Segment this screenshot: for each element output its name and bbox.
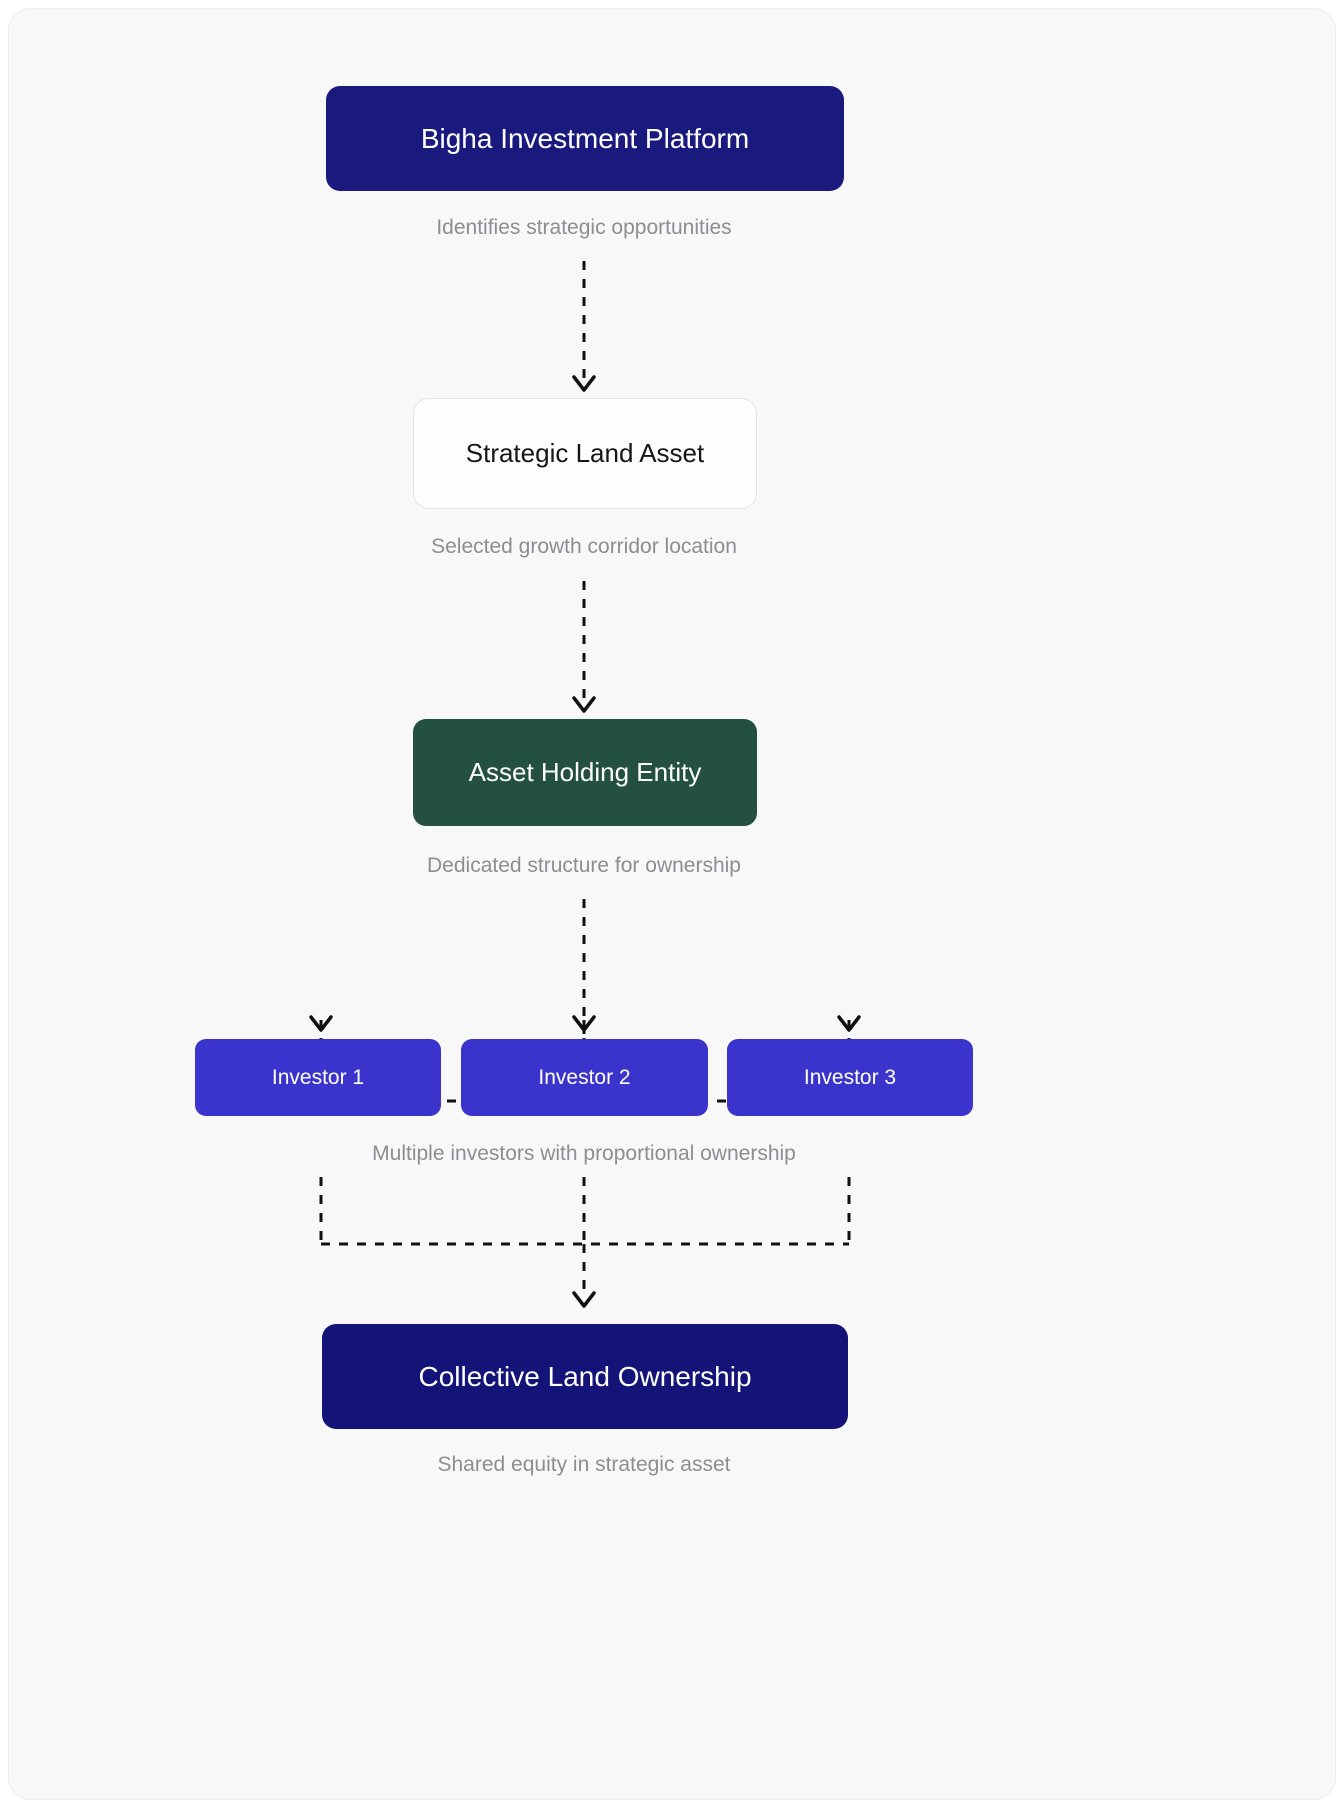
arrowhead-investor-1 (309, 1015, 333, 1032)
node-investor-1[interactable]: Investor 1 (195, 1039, 441, 1116)
connector-lines (309, 261, 861, 1308)
arrowhead-asset (572, 375, 596, 392)
arrowhead-entity (572, 696, 596, 713)
edge-label-dedicated-structure-for-ownership: Dedicated structure for ownership (427, 854, 741, 877)
flowchart: Bigha Investment Platform Identifies str… (9, 9, 1335, 1799)
edge-label-selected-growth-corridor-location: Selected growth corridor location (431, 535, 737, 558)
node-collective-land-ownership[interactable]: Collective Land Ownership (322, 1324, 848, 1429)
node-investor-3[interactable]: Investor 3 (727, 1039, 973, 1116)
node-bigha-investment-platform[interactable]: Bigha Investment Platform (326, 86, 844, 191)
node-strategic-land-asset[interactable]: Strategic Land Asset (413, 398, 757, 509)
arrowhead-investor-2 (572, 1015, 596, 1032)
arrowhead-collective (572, 1291, 596, 1308)
arrowhead-investor-3 (837, 1015, 861, 1032)
node-asset-holding-entity[interactable]: Asset Holding Entity (413, 719, 757, 826)
node-investor-2[interactable]: Investor 2 (461, 1039, 708, 1116)
caption-shared-equity-in-strategic-asset: Shared equity in strategic asset (437, 1453, 731, 1476)
edge-label-identifies-strategic-opportunities: Identifies strategic opportunities (436, 216, 732, 239)
edge-label-multiple-investors-proportional-ownership: Multiple investors with proportional own… (372, 1142, 796, 1165)
diagram-canvas: Bigha Investment Platform Identifies str… (8, 8, 1336, 1800)
